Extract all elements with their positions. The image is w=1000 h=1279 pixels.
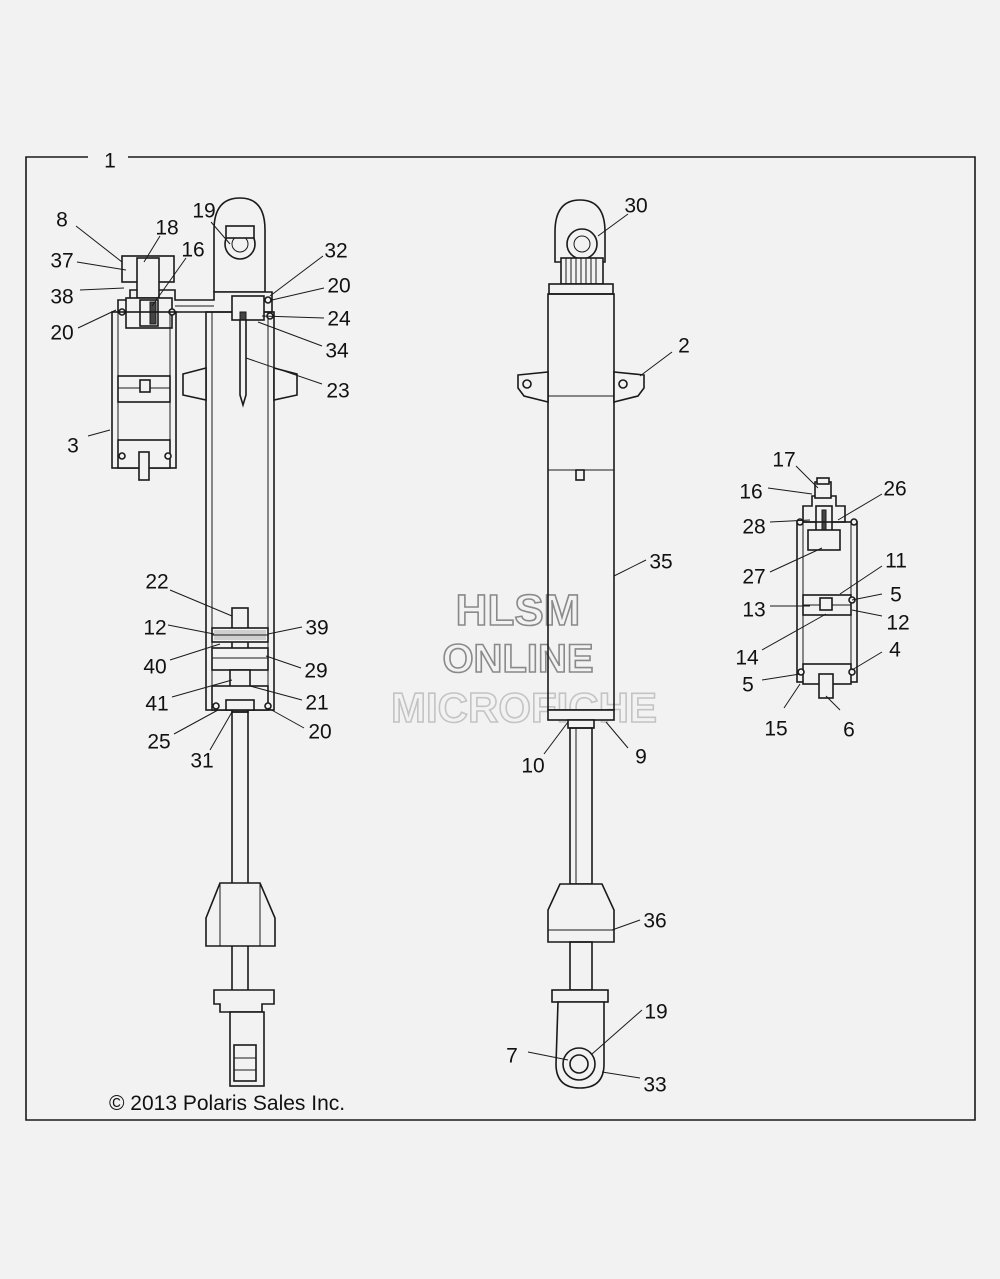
callout-c40: 40 [143, 656, 166, 679]
callout-c29: 29 [304, 660, 327, 683]
callout-c16b: 16 [739, 481, 762, 504]
callout-c20c: 20 [308, 721, 331, 744]
callout-c16a: 16 [181, 239, 204, 262]
callout-c22: 22 [145, 571, 168, 594]
callout-c5b: 5 [742, 674, 754, 697]
watermark: HLSM ONLINE MICROFICHE [390, 585, 658, 732]
callout-c14: 14 [735, 647, 759, 670]
frame-label: 1 [104, 150, 116, 173]
callout-c19a: 19 [192, 200, 215, 223]
callout-c34: 34 [325, 340, 349, 363]
callout-c18: 18 [155, 217, 178, 240]
callout-c20b: 20 [50, 322, 73, 345]
callout-c5a: 5 [890, 584, 902, 607]
callout-c12a: 12 [143, 617, 166, 640]
callout-c6: 6 [843, 719, 855, 742]
callout-c8: 8 [56, 209, 68, 232]
callout-c12b: 12 [886, 612, 909, 635]
callout-c24: 24 [327, 308, 351, 331]
callout-c25: 25 [147, 731, 170, 754]
watermark-line-2: ONLINE [442, 637, 593, 681]
callout-c33: 33 [643, 1074, 666, 1097]
callout-c11: 11 [885, 550, 907, 573]
callout-c30: 30 [624, 195, 647, 218]
callout-c38: 38 [50, 286, 73, 309]
callout-c26: 26 [883, 478, 906, 501]
callout-c21: 21 [305, 692, 328, 715]
shock-exterior-view [517, 199, 645, 1089]
callout-c13: 13 [742, 599, 765, 622]
assembly-frame: 1 [25, 150, 976, 1121]
callout-c28: 28 [742, 516, 765, 539]
callout-c39: 39 [305, 617, 328, 640]
callout-c3: 3 [67, 435, 79, 458]
callout-c10: 10 [521, 755, 544, 778]
callout-c2: 2 [678, 335, 690, 358]
callout-c19b: 19 [644, 1001, 667, 1024]
reservoir-cutaway-view [796, 477, 858, 699]
callout-c41: 41 [145, 693, 168, 716]
callout-c9: 9 [635, 746, 647, 769]
callout-c20a: 20 [327, 275, 350, 298]
callout-c36: 36 [643, 910, 666, 933]
leader-lines [75, 213, 883, 1079]
callout-c15: 15 [764, 718, 787, 741]
watermark-line-3: MICROFICHE [391, 684, 657, 731]
callout-c31: 31 [190, 750, 213, 773]
callout-c4: 4 [889, 639, 901, 662]
copyright-text: © 2013 Polaris Sales Inc. [109, 1092, 345, 1115]
callout-c32: 32 [324, 240, 347, 263]
shock-cutaway-view [111, 197, 298, 1087]
callout-c35: 35 [649, 551, 672, 574]
callout-c23: 23 [326, 380, 349, 403]
callout-c7: 7 [506, 1045, 518, 1068]
callout-c37: 37 [50, 250, 73, 273]
callout-c27: 27 [742, 566, 765, 589]
callout-c17: 17 [772, 449, 795, 472]
watermark-line-1: HLSM [456, 586, 581, 635]
